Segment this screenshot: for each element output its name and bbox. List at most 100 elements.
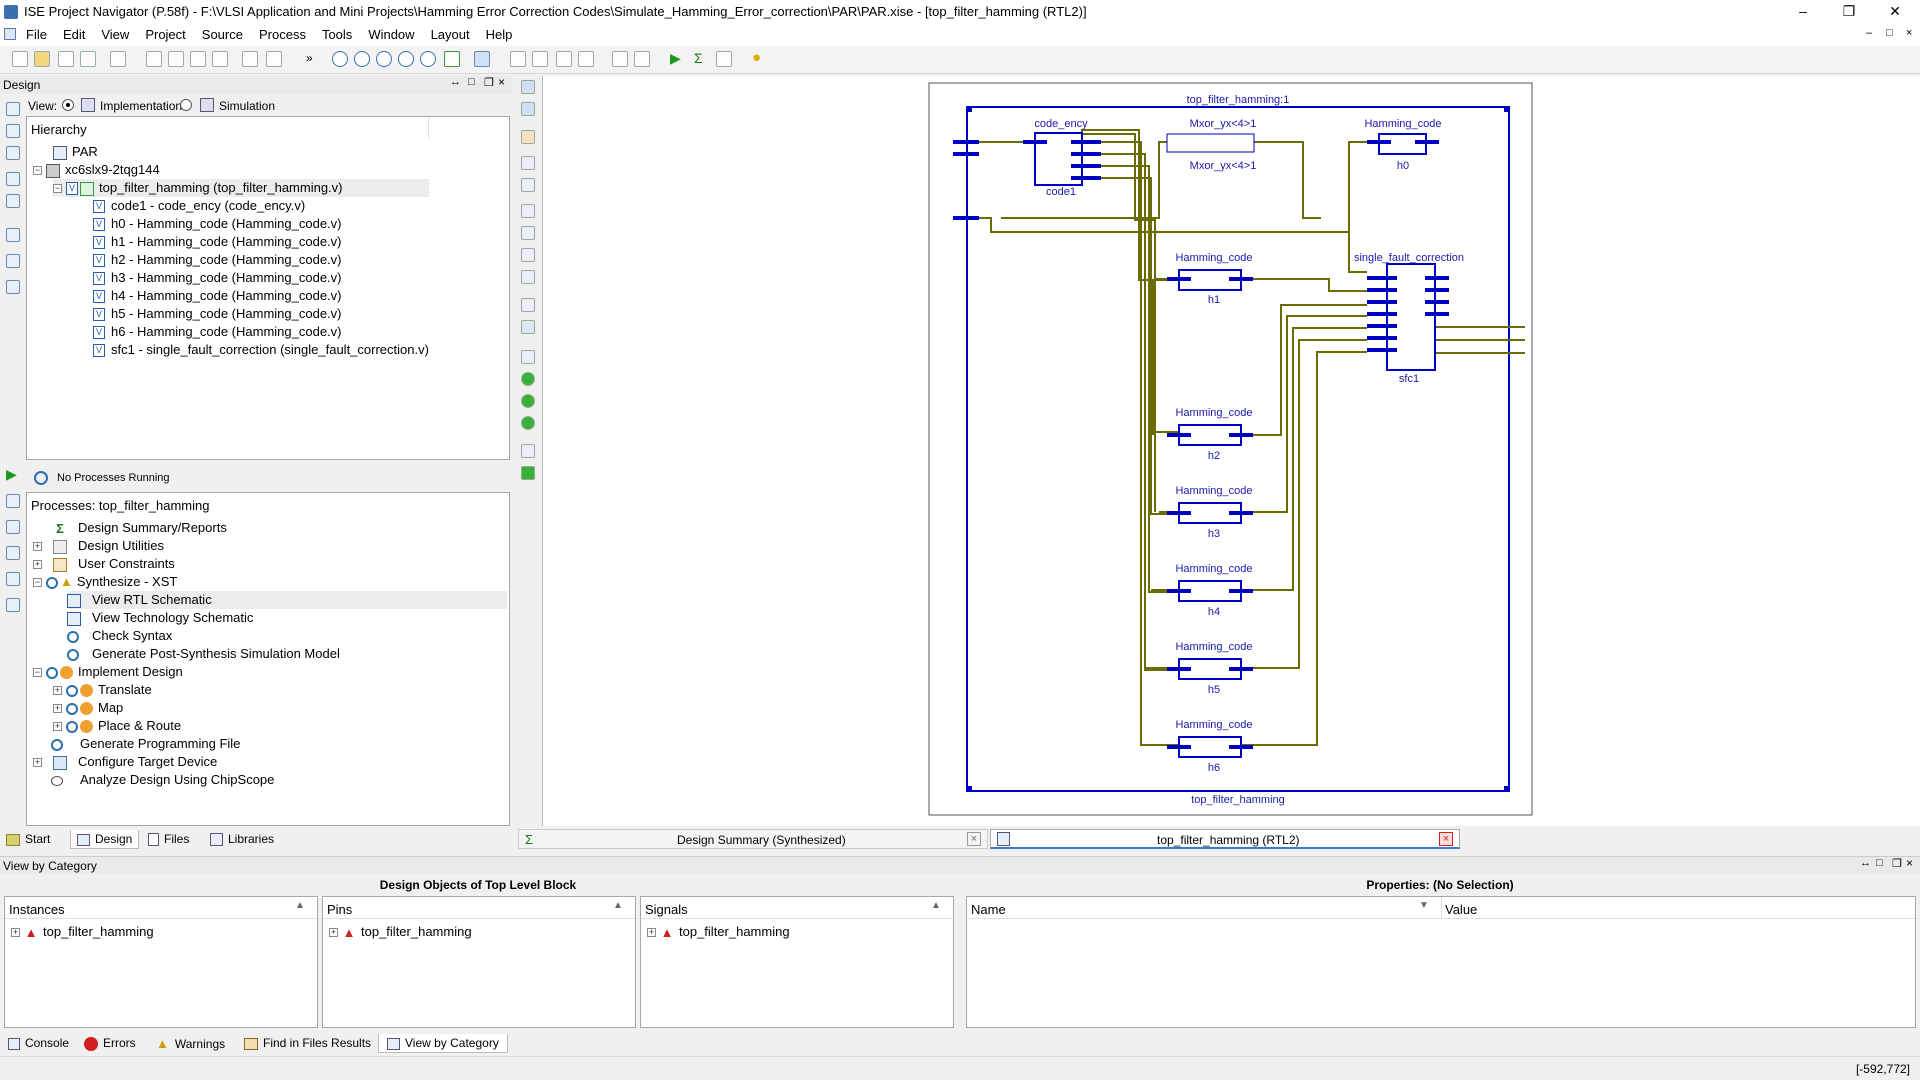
stack-icon[interactable] <box>521 270 535 284</box>
implementation-label[interactable]: Implementation <box>100 99 183 113</box>
expand-icon[interactable]: + <box>11 927 20 938</box>
process-translate[interactable]: +Translate <box>53 681 152 699</box>
redo-icon[interactable] <box>266 51 282 67</box>
add-source-icon[interactable] <box>6 102 20 116</box>
tile-h-icon[interactable] <box>532 51 548 67</box>
paste-icon[interactable] <box>190 51 206 67</box>
go-right-icon[interactable] <box>521 394 535 408</box>
print-icon[interactable] <box>110 51 126 67</box>
zoom-area-icon[interactable] <box>398 51 414 67</box>
push-icon[interactable] <box>521 350 535 364</box>
cut-icon[interactable] <box>146 51 162 67</box>
rerun-all-icon[interactable] <box>6 546 20 560</box>
expand-icon[interactable]: − <box>33 577 42 588</box>
tab-warnings[interactable]: ▲Warnings <box>156 1036 225 1051</box>
mdi-minimize-icon[interactable]: – <box>1866 27 1873 39</box>
tree-item-par[interactable]: PAR <box>53 143 98 161</box>
expand-icon[interactable]: − <box>33 165 42 176</box>
save-icon[interactable] <box>58 51 74 67</box>
process-place-route[interactable]: +Place & Route <box>53 717 181 735</box>
pointer-mode-icon[interactable] <box>474 51 490 67</box>
menu-edit[interactable]: Edit <box>62 27 86 42</box>
pin-icon[interactable] <box>521 444 535 458</box>
expand-icon[interactable]: − <box>53 183 62 194</box>
simulation-radio[interactable] <box>180 99 192 111</box>
open-folder-icon[interactable] <box>34 51 50 67</box>
menu-help[interactable]: Help <box>485 27 513 42</box>
panel-arrows-icon[interactable]: ↔ <box>450 76 461 88</box>
zoom-select-icon[interactable] <box>420 51 436 67</box>
cycle-icon[interactable] <box>521 416 535 430</box>
sort-icon[interactable]: ▲ <box>613 900 623 911</box>
column-header-value[interactable]: Value <box>1445 902 1478 917</box>
process-configure[interactable]: +Configure Target Device <box>33 753 217 771</box>
schematic-canvas[interactable]: top_filter_hamming:1 top_filter_hamming … <box>542 76 1920 826</box>
expand-icon[interactable]: + <box>33 541 42 552</box>
telescope-icon[interactable] <box>716 51 732 67</box>
column-header-name[interactable]: Name <box>971 902 1006 917</box>
help-cursor-icon[interactable] <box>634 51 650 67</box>
cells-icon[interactable] <box>521 226 535 240</box>
panel-float-icon[interactable]: ❐ <box>484 77 494 89</box>
undo-icon[interactable] <box>242 51 258 67</box>
panel-close-icon[interactable]: × <box>1906 856 1914 870</box>
overflow-icon[interactable]: » <box>306 51 313 65</box>
delete-icon[interactable] <box>212 51 228 67</box>
sort-icon[interactable]: ▼ <box>1419 900 1429 911</box>
list-header[interactable]: Signals ▲ <box>641 897 953 919</box>
tab-rtl2[interactable]: top_filter_hamming (RTL2) × <box>990 829 1460 849</box>
close-tab-icon[interactable]: × <box>967 832 981 846</box>
restore-button[interactable]: ❐ <box>1842 3 1856 19</box>
tab-design-summary[interactable]: Σ Design Summary (Synthesized) × <box>518 829 988 849</box>
list-item[interactable]: +▲top_filter_hamming <box>647 923 790 941</box>
process-check-syntax[interactable]: Check Syntax <box>67 627 172 645</box>
tab-view-by-category[interactable]: View by Category <box>378 1034 508 1053</box>
process-gen-prog[interactable]: Generate Programming File <box>51 735 240 753</box>
select-tool-icon[interactable] <box>521 80 535 94</box>
process-synthesize[interactable]: −▲Synthesize - XST <box>33 573 177 591</box>
rerun-icon[interactable] <box>6 520 20 534</box>
tasks-icon[interactable] <box>6 254 20 268</box>
new-file-icon[interactable] <box>12 51 28 67</box>
expand-icon[interactable]: + <box>33 559 42 570</box>
tab-errors[interactable]: Errors <box>84 1036 136 1051</box>
expand-icon[interactable]: + <box>647 927 656 938</box>
tab-design[interactable]: Design <box>70 830 140 849</box>
process-post-synth-sim[interactable]: Generate Post-Synthesis Simulation Model <box>67 645 340 663</box>
process-columns-icon[interactable] <box>6 598 20 612</box>
menu-view[interactable]: View <box>101 27 130 42</box>
zoom-out-icon[interactable] <box>354 51 370 67</box>
menu-tools[interactable]: Tools <box>321 27 353 42</box>
zoom-in-icon[interactable] <box>332 51 348 67</box>
hierarchy-icon[interactable] <box>6 172 20 186</box>
panel-arrows-icon[interactable]: ↔ <box>1860 857 1871 869</box>
lightbulb-icon[interactable]: ● <box>752 49 762 66</box>
page-icon[interactable] <box>521 298 535 312</box>
panel-float-icon[interactable]: ❐ <box>1892 858 1902 870</box>
copy-sheet-icon[interactable] <box>521 204 535 218</box>
menu-source[interactable]: Source <box>201 27 243 42</box>
tab-find-results[interactable]: Find in Files Results <box>244 1036 371 1050</box>
lock-icon[interactable] <box>521 248 535 262</box>
process-map[interactable]: +Map <box>53 699 123 717</box>
process-user-constraints[interactable]: +User Constraints <box>33 555 175 573</box>
list-item[interactable]: +▲top_filter_hamming <box>11 923 154 941</box>
refresh-icon[interactable] <box>444 51 460 67</box>
close-button[interactable]: ✕ <box>1889 3 1901 19</box>
sort-icon[interactable]: ▲ <box>931 900 941 911</box>
forward-icon[interactable] <box>521 156 535 170</box>
list-header[interactable]: Instances ▲ <box>5 897 317 919</box>
zoom-full-icon[interactable] <box>376 51 392 67</box>
mdi-close-icon[interactable]: × <box>1906 27 1913 39</box>
panel-close-icon[interactable]: × <box>498 75 506 89</box>
save-all-icon[interactable] <box>80 51 96 67</box>
mdi-restore-icon[interactable]: □ <box>1886 27 1893 39</box>
add-wire-icon[interactable] <box>521 130 535 144</box>
menu-project[interactable]: Project <box>145 27 186 42</box>
